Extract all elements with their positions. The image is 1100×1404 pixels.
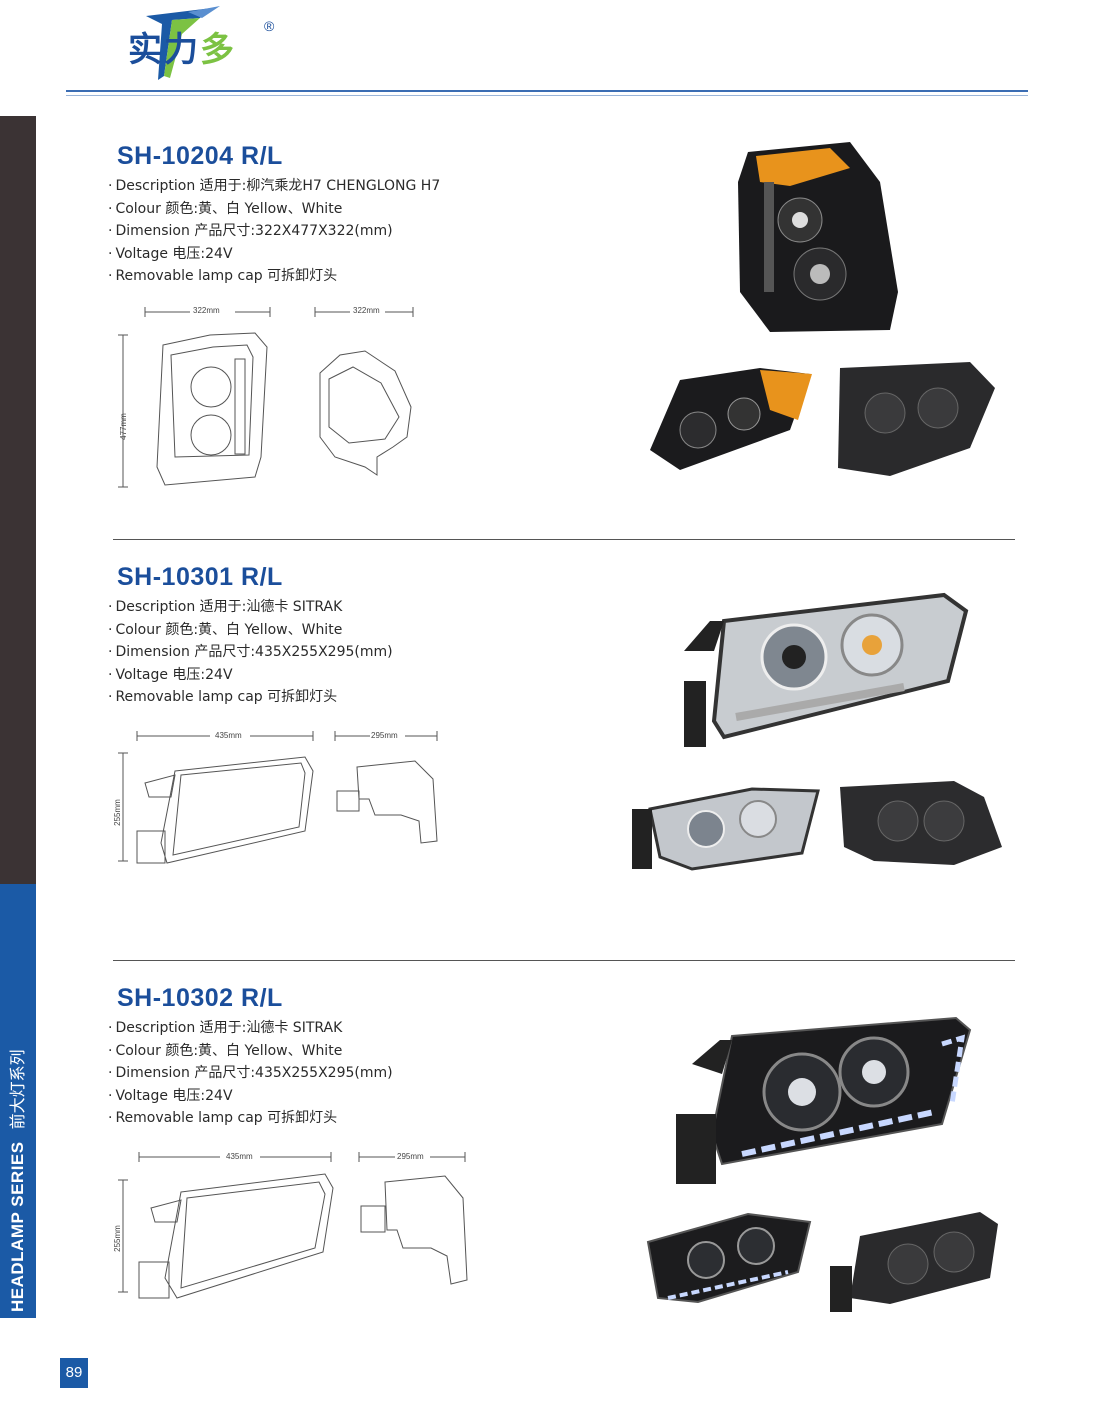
spec-lamp-cap: Removable lamp cap 可拆卸灯头 xyxy=(108,1107,393,1130)
brand-name: 实力多 xyxy=(128,22,236,71)
technical-drawing xyxy=(118,307,414,488)
spec-description: Description 适用于:柳汽乘龙H7 CHENGLONG H7 xyxy=(108,175,440,198)
brand-logo-mark xyxy=(146,6,220,80)
dim-depth-label: 295mm xyxy=(397,1152,424,1161)
spec-colour: Colour 颜色:黄、白 Yellow、White xyxy=(108,198,440,221)
spec-list: Description 适用于:柳汽乘龙H7 CHENGLONG H7 Colo… xyxy=(108,175,440,288)
product-photo-angle xyxy=(650,368,812,470)
registered-mark: ® xyxy=(264,18,275,34)
brand-name-part1: 实力 xyxy=(128,30,200,70)
spec-list: Description 适用于:汕德卡 SITRAK Colour 颜色:黄、白… xyxy=(108,1017,393,1130)
header-rule-thin xyxy=(66,95,1028,96)
product-photo-back xyxy=(840,781,1002,865)
dim-depth-label: 295mm xyxy=(371,731,398,740)
header-rule xyxy=(66,90,1028,92)
product-photo-front xyxy=(738,142,898,332)
product-photo-angle xyxy=(646,1212,812,1304)
spec-voltage: Voltage 电压:24V xyxy=(108,243,440,266)
sidebar-dark-band xyxy=(0,116,36,884)
section-divider xyxy=(113,539,1015,540)
technical-drawing xyxy=(118,731,438,864)
product-model: SH-10302 R/L xyxy=(117,984,283,1012)
spec-colour: Colour 颜色:黄、白 Yellow、White xyxy=(108,1040,393,1063)
spec-description: Description 适用于:汕德卡 SITRAK xyxy=(108,596,393,619)
product-photo-angle xyxy=(632,787,820,871)
spec-voltage: Voltage 电压:24V xyxy=(108,664,393,687)
dim-width-label: 435mm xyxy=(226,1152,253,1161)
page-number: 89 xyxy=(60,1358,88,1388)
spec-dimension: Dimension 产品尺寸:435X255X295(mm) xyxy=(108,641,392,664)
product-photo-front xyxy=(676,1016,972,1184)
product-model: SH-10204 R/L xyxy=(117,142,283,170)
dim-width-label: 322mm xyxy=(193,306,220,315)
technical-drawing xyxy=(118,1152,468,1299)
brand-name-part2: 多 xyxy=(200,30,236,70)
sidebar-blue-band xyxy=(0,884,36,1318)
dim-depth-label: 322mm xyxy=(353,306,380,315)
spec-voltage: Voltage 电压:24V xyxy=(108,1085,393,1108)
product-photo-back xyxy=(838,362,995,476)
spec-description: Description 适用于:汕德卡 SITRAK xyxy=(108,1017,393,1040)
spec-dimension: Dimension 产品尺寸:435X255X295(mm) xyxy=(108,1062,392,1085)
spec-lamp-cap: Removable lamp cap 可拆卸灯头 xyxy=(108,686,393,709)
spec-dimension: Dimension 产品尺寸:322X477X322(mm) xyxy=(108,220,440,243)
section-divider xyxy=(113,960,1015,961)
product-model: SH-10301 R/L xyxy=(117,563,283,591)
product-section-3: SH-10302 R/L Description 适用于:汕德卡 SITRAK … xyxy=(0,984,1100,1404)
product-photo-front xyxy=(684,592,969,747)
product-photo-back xyxy=(830,1212,998,1312)
dim-width-label: 435mm xyxy=(215,731,242,740)
product-section-2: SH-10301 R/L Description 适用于:汕德卡 SITRAK … xyxy=(0,563,1100,983)
product-section-1: SH-10204 R/L Description 适用于:柳汽乘龙H7 CHEN… xyxy=(0,142,1100,562)
spec-colour: Colour 颜色:黄、白 Yellow、White xyxy=(108,619,393,642)
spec-list: Description 适用于:汕德卡 SITRAK Colour 颜色:黄、白… xyxy=(108,596,393,709)
spec-lamp-cap: Removable lamp cap 可拆卸灯头 xyxy=(108,265,440,288)
